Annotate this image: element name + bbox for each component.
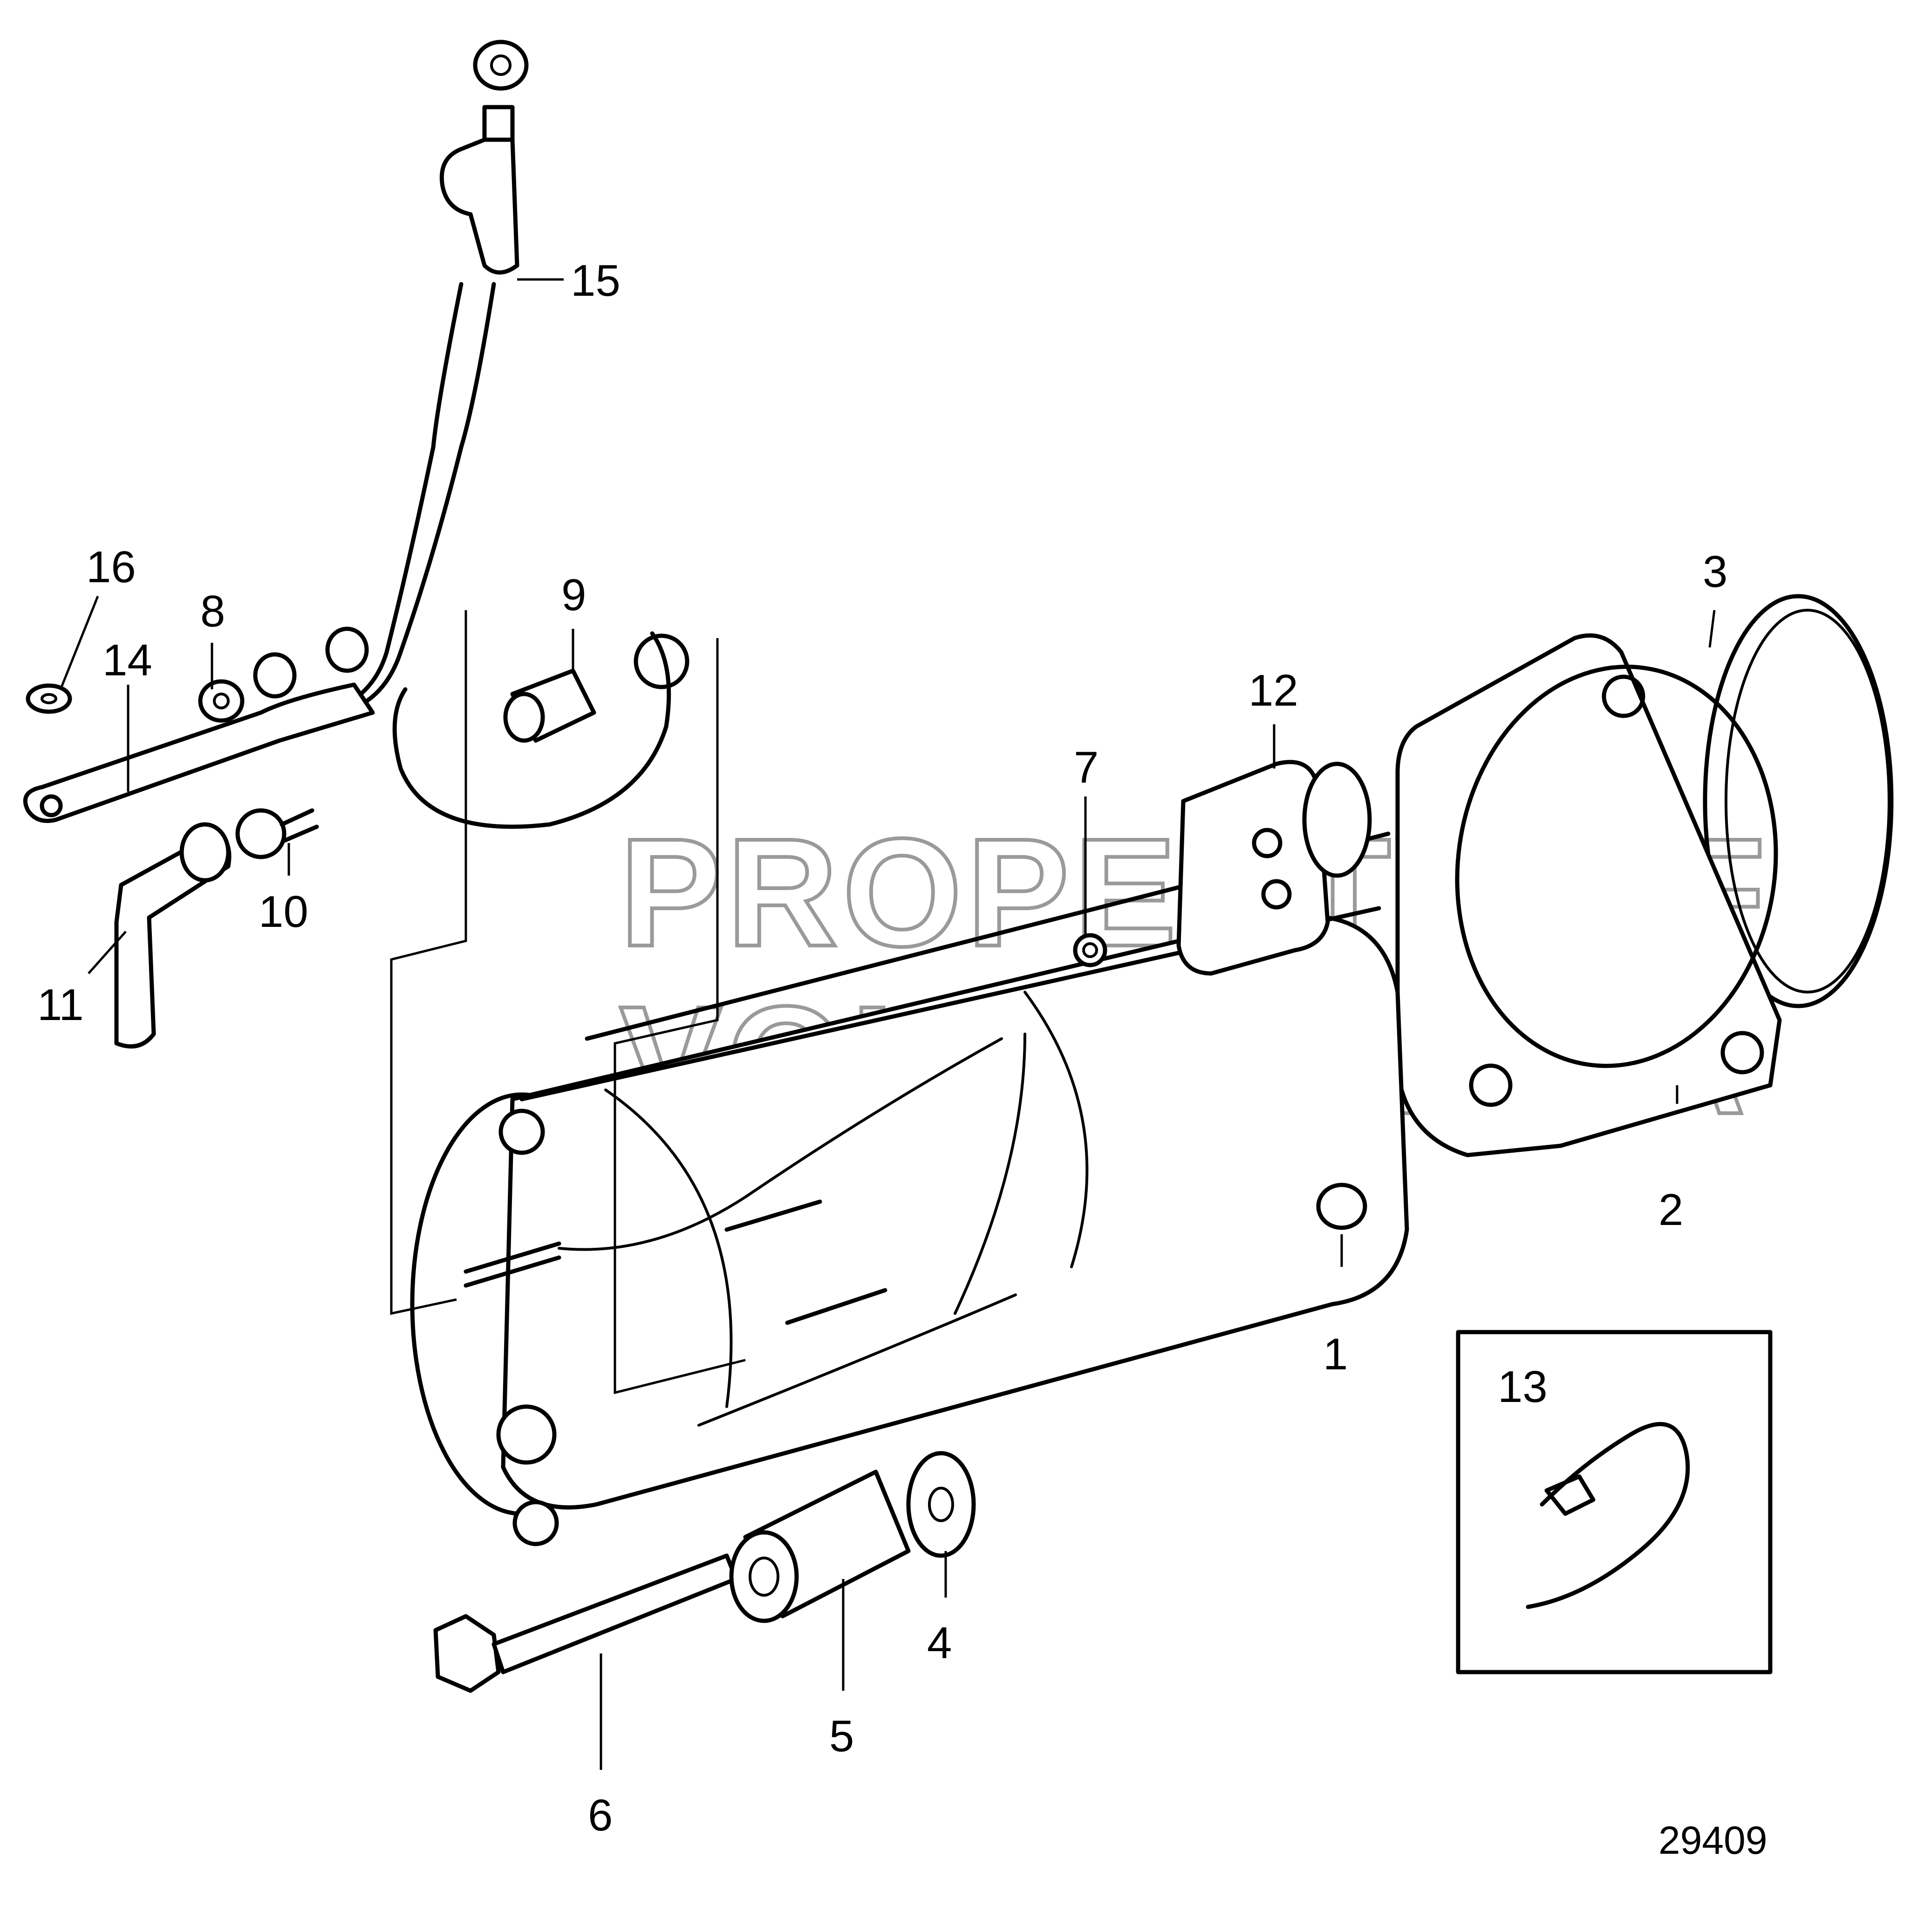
figure-number: 29409 [1658,1818,1767,1862]
callout-1: 1 [1323,1329,1348,1379]
part-16-washer [26,683,72,714]
callout-7: 7 [1074,742,1098,792]
callout-14: 14 [102,635,152,685]
callout-2: 2 [1658,1185,1683,1235]
callout-15: 15 [571,256,621,306]
part-11-protective-cap [114,822,232,1049]
part-6-bolt [433,1553,738,1693]
callout-4: 4 [927,1618,952,1668]
callout-12: 12 [1248,666,1298,715]
part-9-spacer [392,631,689,829]
callout-10: 10 [259,887,308,937]
part-15-battery-cable [324,40,529,715]
part-3-seal-ring [1703,594,1894,1008]
part-8-nut [198,626,369,723]
callout-13: 13 [1498,1362,1548,1412]
part-2-flange-gasket [1395,633,1782,1157]
leader-lines [59,278,1716,1770]
callout-3: 3 [1703,547,1727,597]
part-4-washer [906,1451,976,1558]
part-14-ground-strap [23,682,375,823]
callout-6: 6 [588,1790,613,1840]
callout-9: 9 [561,570,586,620]
callout-16: 16 [86,542,136,592]
callout-5: 5 [829,1711,854,1761]
part-12-solenoid [1176,760,1372,976]
callout-11: 11 [37,980,84,1030]
part-13-cable-tie-inset [1456,1330,1773,1674]
callout-8: 8 [200,586,225,636]
part-10-screw [235,808,319,859]
part-5-sleeve [729,1469,911,1623]
part-7-nut [1073,933,1107,967]
callout-labels: 1 2 3 4 5 6 7 8 9 10 11 12 13 14 15 16 [37,256,1727,1840]
